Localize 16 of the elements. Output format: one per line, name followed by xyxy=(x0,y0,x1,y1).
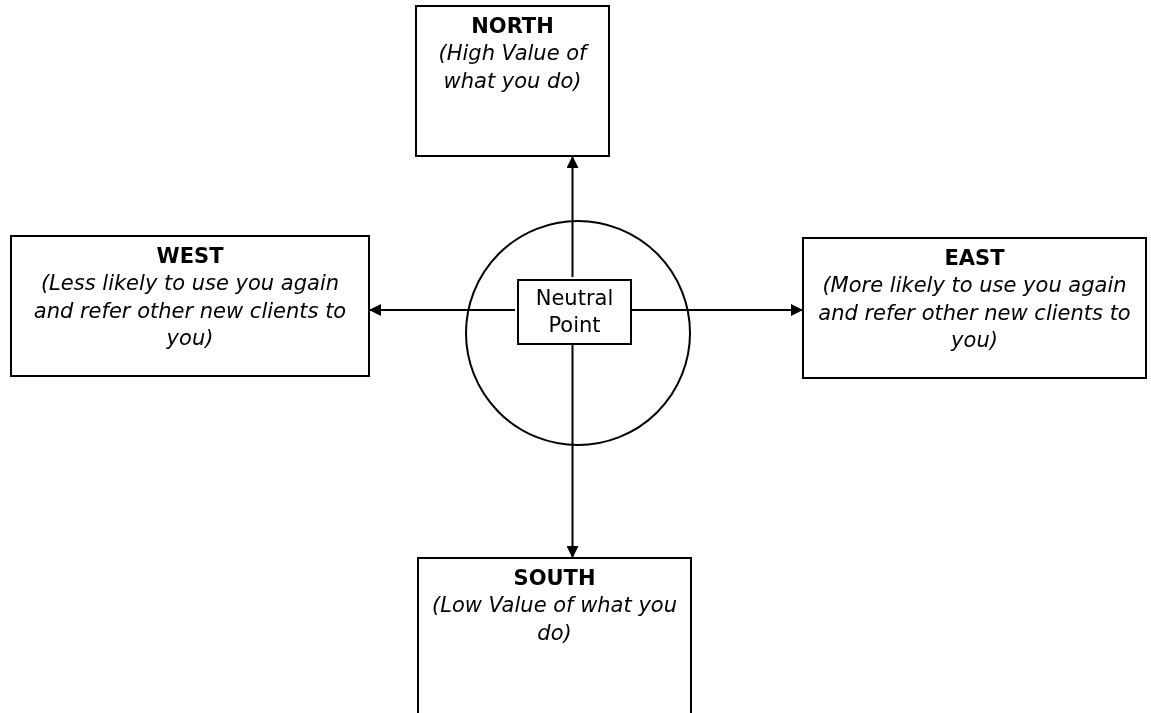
box-description: (Low Value of what you do) xyxy=(431,592,678,647)
box-heading: EAST xyxy=(943,245,1006,272)
box-heading: SOUTH xyxy=(512,565,597,592)
box-description: (More likely to use you again and refer other new clients to you) xyxy=(817,272,1132,354)
arrow xyxy=(369,304,516,316)
box-description: (High Value of what you do) xyxy=(437,40,590,95)
box-heading: WEST xyxy=(155,243,225,270)
arrow xyxy=(566,156,579,278)
direction-box xyxy=(802,237,1147,379)
direction-box xyxy=(10,235,370,377)
box-heading: NORTH xyxy=(470,13,555,40)
center-box: Neutral Point xyxy=(517,279,632,345)
direction-box xyxy=(415,5,610,157)
box-description: (Less likely to use you again and refer other new clients to you) xyxy=(32,270,348,352)
circle-outline xyxy=(465,220,691,446)
direction-box xyxy=(417,557,692,713)
